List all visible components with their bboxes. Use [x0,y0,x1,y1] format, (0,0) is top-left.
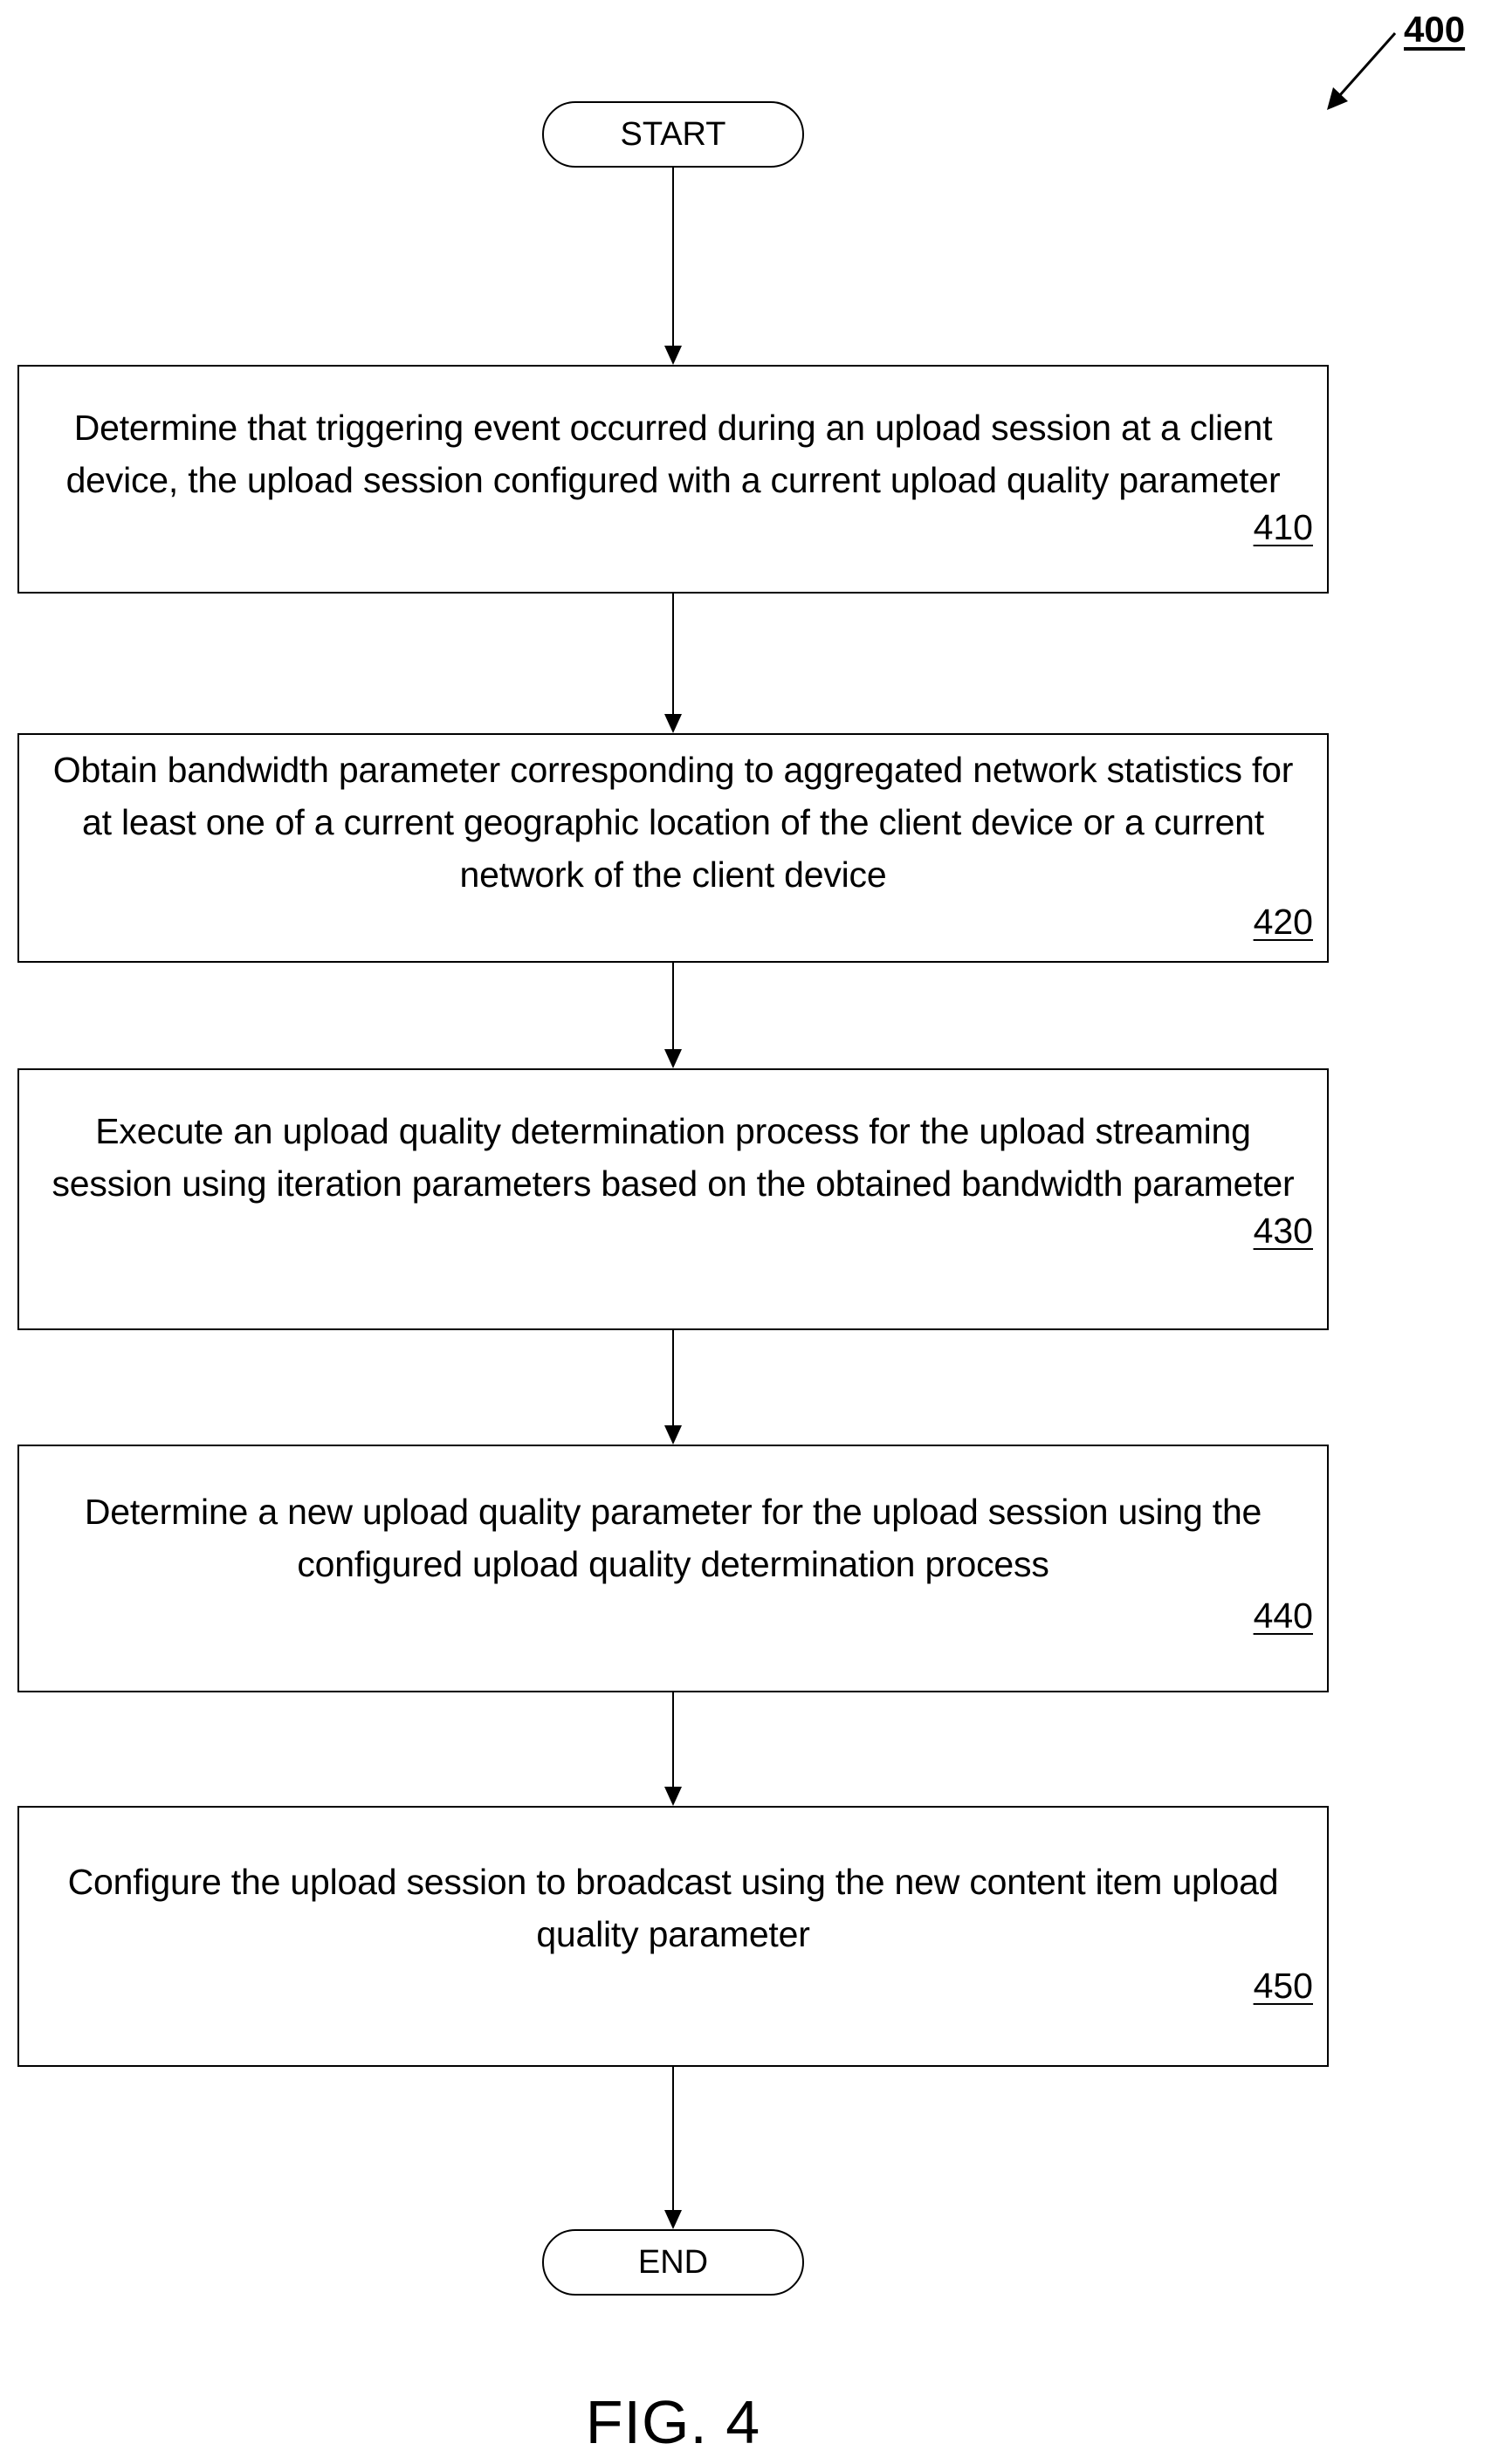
step-box-420: Obtain bandwidth parameter corresponding… [17,733,1329,963]
arrowhead-410-to-420 [664,714,682,733]
figure-ref-pointer [1339,33,1395,96]
step-box-450: Configure the upload session to broadcas… [17,1806,1329,2067]
start-terminal: START [542,101,804,168]
figure-label: FIG. 4 [0,2387,1346,2457]
end-terminal-label: END [638,2244,708,2282]
step-box-410: Determine that triggering event occurred… [17,365,1329,594]
figure-reference-number: 400 [1404,9,1465,51]
arrowhead-430-to-440 [664,1425,682,1445]
step-text-410: Determine that triggering event occurred… [35,402,1311,506]
step-number-450: 450 [1254,1965,1313,2007]
step-text-420: Obtain bandwidth parameter corresponding… [35,744,1311,901]
step-text-430: Execute an upload quality determination … [35,1105,1311,1210]
step-number-430: 430 [1254,1210,1313,1252]
arrowhead-start-to-410 [664,346,682,365]
step-number-410: 410 [1254,506,1313,548]
step-text-440: Determine a new upload quality parameter… [35,1486,1311,1590]
arrowhead-450-to-end [664,2210,682,2229]
arrowhead-420-to-430 [664,1049,682,1068]
start-terminal-label: START [620,116,725,154]
step-number-420: 420 [1254,901,1313,943]
step-box-430: Execute an upload quality determination … [17,1068,1329,1330]
step-box-440: Determine a new upload quality parameter… [17,1445,1329,1692]
step-number-440: 440 [1254,1595,1313,1637]
arrowhead-440-to-450 [664,1787,682,1806]
step-text-450: Configure the upload session to broadcas… [35,1856,1311,1960]
end-terminal: END [542,2229,804,2296]
